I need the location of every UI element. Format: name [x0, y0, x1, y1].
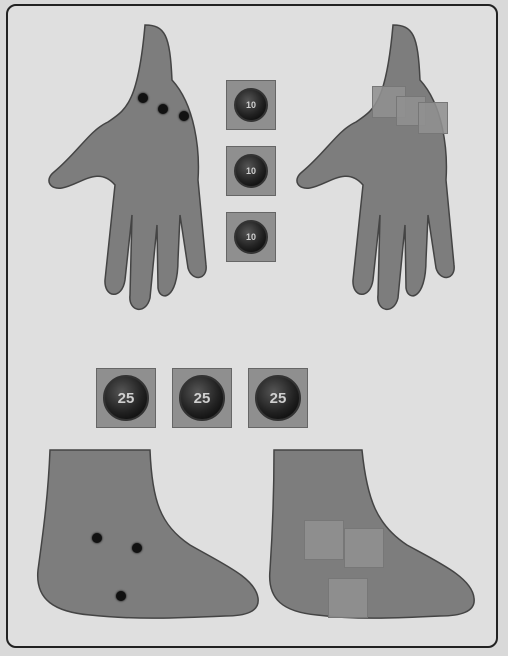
coin-box-large-3: 25 [248, 368, 308, 428]
coin-icon: 25 [255, 375, 301, 421]
left-foot-figure [30, 440, 270, 640]
acupressure-point-2 [158, 104, 168, 114]
foot-point-3 [116, 591, 126, 601]
foot-patch-3 [328, 578, 368, 618]
right-foot-figure [262, 440, 492, 640]
foot-patch-1 [304, 520, 344, 560]
coin-icon: 25 [179, 375, 225, 421]
right-hand-figure [268, 10, 488, 320]
foot-point-1 [92, 533, 102, 543]
acupressure-point-3 [179, 111, 189, 121]
left-hand-figure [20, 10, 240, 320]
coin-icon: 25 [103, 375, 149, 421]
coin-icon: 10 [234, 220, 268, 254]
coin-box-large-1: 25 [96, 368, 156, 428]
foot-patch-2 [344, 528, 384, 568]
adhesive-patch-3 [418, 102, 448, 134]
left-foot-image [30, 440, 270, 640]
foot-point-2 [132, 543, 142, 553]
left-hand-image [20, 10, 240, 320]
right-hand-image [268, 10, 488, 320]
coin-icon: 10 [234, 154, 268, 188]
acupressure-point-1 [138, 93, 148, 103]
coin-box-large-2: 25 [172, 368, 232, 428]
coin-icon: 10 [234, 88, 268, 122]
